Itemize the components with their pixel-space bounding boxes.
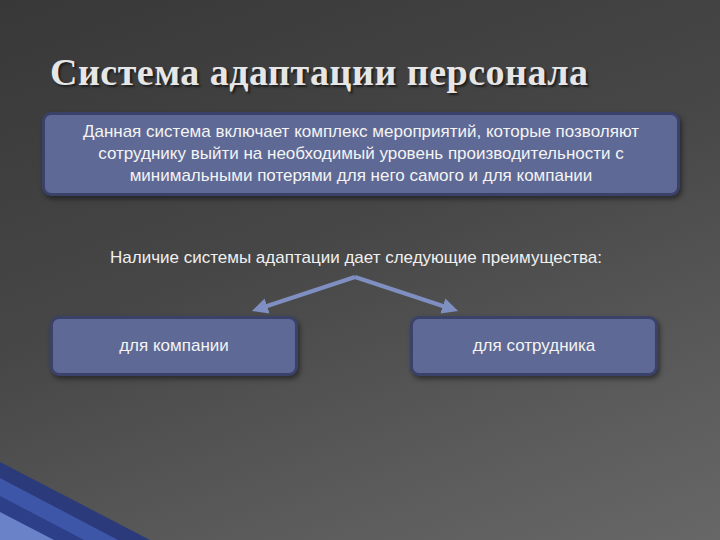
definition-box: Данная система включает комплекс меропри…: [42, 112, 680, 196]
benefit-box: для компании: [50, 316, 298, 376]
box-text: Данная система включает комплекс меропри…: [55, 121, 667, 187]
slide-title: Система адаптации персонала: [50, 50, 589, 94]
corner-stripe: [0, 462, 150, 540]
branch-arrow: [258, 277, 355, 309]
lead-in-text: Наличие системы адаптации дает следующие…: [110, 248, 602, 268]
corner-stripe: [0, 496, 84, 540]
box-text: для сотрудника: [473, 335, 596, 357]
corner-stripe: [0, 512, 54, 540]
branch-arrow: [355, 277, 452, 309]
corner-stripe: [0, 478, 118, 540]
benefit-box: для сотрудника: [410, 316, 658, 376]
box-text: для компании: [119, 335, 229, 357]
